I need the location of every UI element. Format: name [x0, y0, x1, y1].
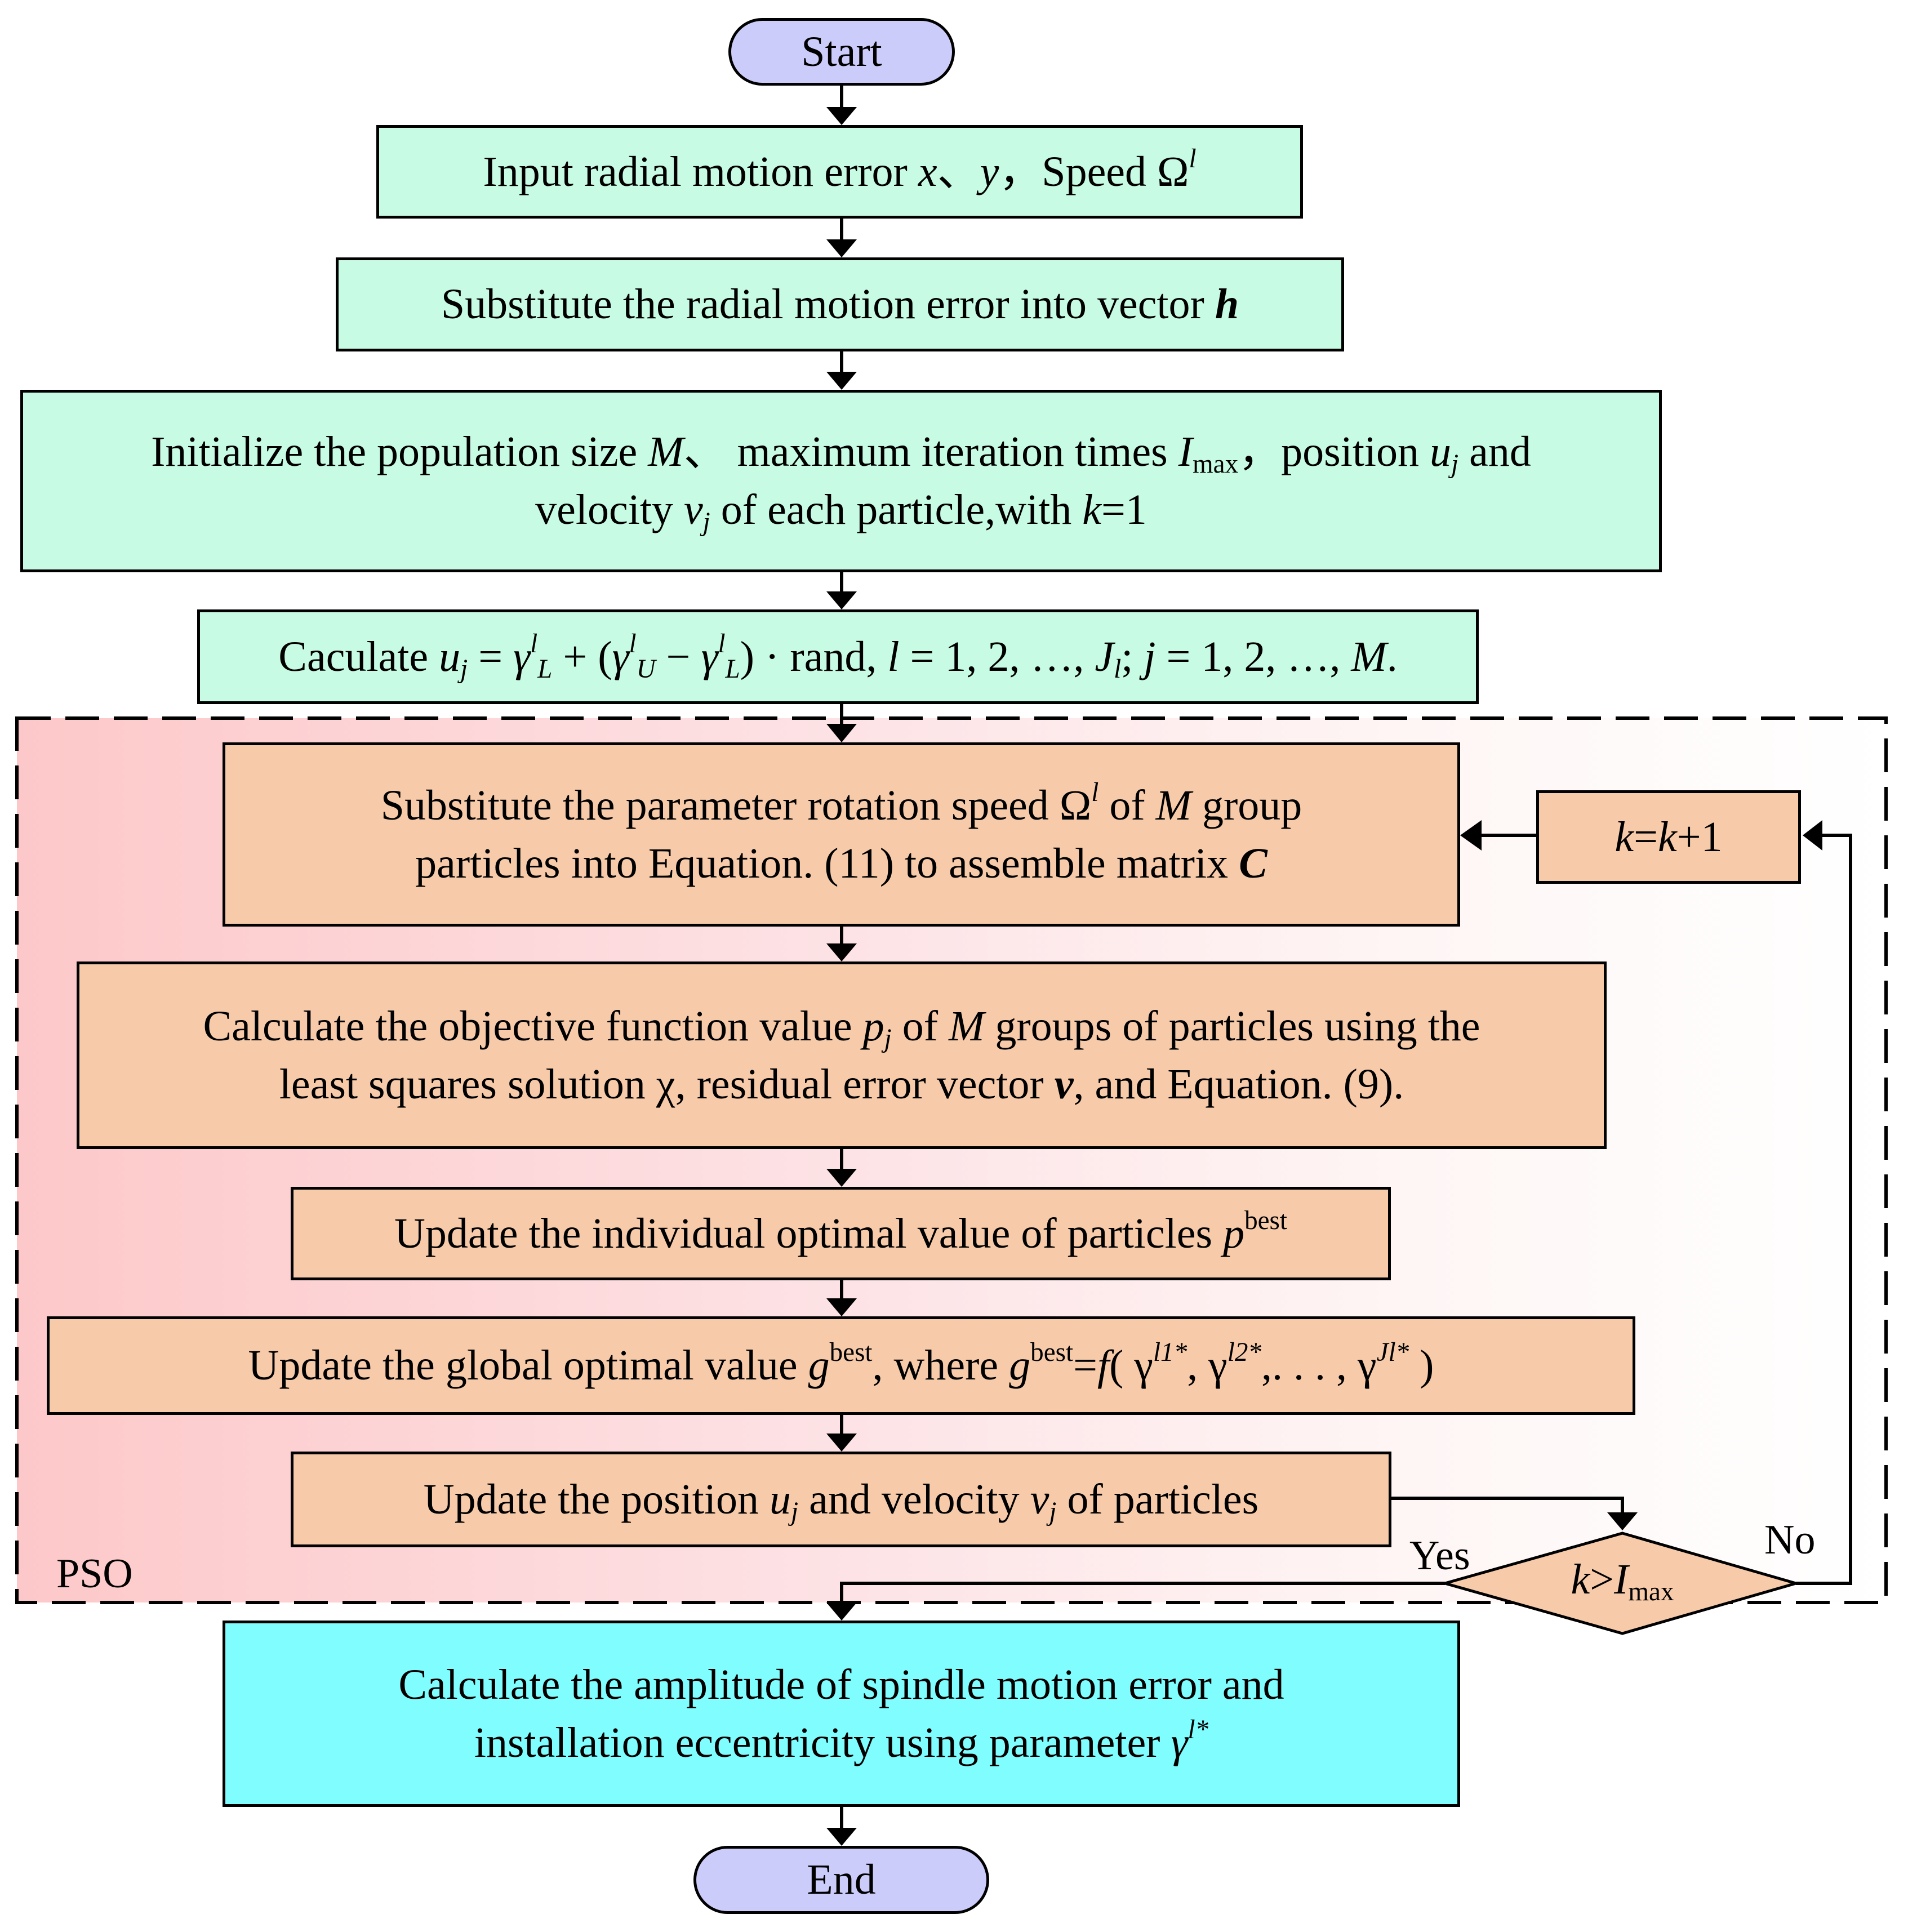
initialize-step: Initialize the population size M、 maximu… [20, 390, 1662, 572]
no-label: No [1764, 1517, 1816, 1563]
arrowheads [826, 107, 1822, 1846]
end-label: End [807, 1856, 876, 1904]
start-label: Start [801, 28, 882, 75]
connectors [840, 86, 1852, 1828]
end-terminal: End [693, 1846, 989, 1914]
substitute-step-text: Substitute the radial motion error into … [441, 281, 1239, 328]
yes-label: Yes [1409, 1533, 1470, 1579]
substitute-step: Substitute the radial motion error into … [336, 257, 1344, 351]
calculate-position-step: Caculate uj = γlL + (γlU − γlL) · rand, … [197, 609, 1479, 704]
objective-function-text: Calculate the objective function value p… [203, 1002, 1480, 1108]
start-terminal: Start [728, 18, 955, 86]
decision-label: k>Imax [1571, 1556, 1674, 1606]
input-step: Input radial motion error x、y，Speed Ωl [376, 125, 1303, 219]
global-optimal-text: Update the global optimal value gbest, w… [248, 1338, 1434, 1390]
assemble-matrix-text: Substitute the parameter rotation speed … [380, 777, 1302, 887]
individual-optimal-step: Update the individual optimal value of p… [291, 1187, 1391, 1280]
assemble-matrix-step: Substitute the parameter rotation speed … [223, 742, 1460, 927]
input-step-text: Input radial motion error x、y，Speed Ωl [483, 144, 1197, 195]
decision-diamond [1439, 1532, 1802, 1635]
calculate-position-text: Caculate uj = γlL + (γlU − γlL) · rand, … [278, 629, 1398, 684]
final-calculation-text: Calculate the amplitude of spindle motio… [398, 1661, 1284, 1766]
initialize-step-text: Initialize the population size M、 maximu… [151, 428, 1531, 537]
individual-optimal-text: Update the individual optimal value of p… [394, 1205, 1287, 1257]
pso-dashed-border [15, 716, 1888, 1604]
global-optimal-step: Update the global optimal value gbest, w… [47, 1316, 1635, 1415]
increment-k-step: k=k+1 [1536, 790, 1801, 884]
final-calculation-step: Calculate the amplitude of spindle motio… [223, 1621, 1460, 1807]
pso-label: PSO [56, 1551, 133, 1597]
update-position-text: Update the position uj and velocity vj o… [423, 1475, 1259, 1526]
increment-k-text: k=k+1 [1615, 813, 1723, 861]
objective-function-step: Calculate the objective function value p… [77, 961, 1607, 1149]
update-position-step: Update the position uj and velocity vj o… [291, 1452, 1391, 1547]
